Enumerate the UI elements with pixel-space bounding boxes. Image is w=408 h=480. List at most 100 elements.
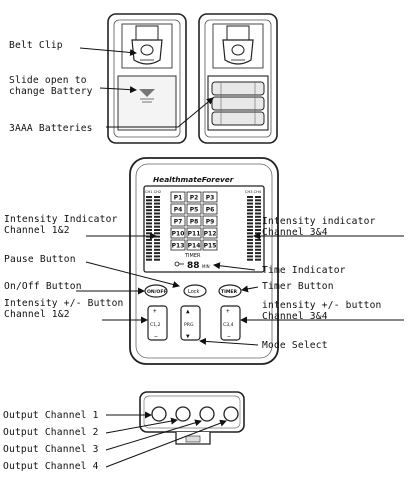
program-label: P4 [174, 207, 183, 214]
program-label: P13 [172, 243, 185, 250]
output-port-2[interactable] [175, 406, 191, 422]
intensity-bar-segment [255, 252, 261, 255]
program-cell [202, 203, 218, 215]
intensity-bar-segment [154, 199, 160, 202]
intensity-bar-segment [255, 225, 261, 228]
program-label: P15 [204, 243, 217, 250]
label-intensity-ch12: Intensity Indicator Channel 1&2 [4, 214, 118, 236]
label-batteries: 3AAA Batteries [9, 123, 93, 134]
belt-clip-icon [121, 23, 173, 69]
intensity-rocker-ch12[interactable]: + C1,2 − [147, 305, 168, 341]
intensity-bar-segment [247, 215, 253, 218]
key-icon [174, 261, 184, 267]
intensity-bar-segment [146, 255, 152, 258]
intensity-bar-segment [255, 209, 261, 212]
program-cell [186, 203, 202, 215]
intensity-bar-segment [255, 229, 261, 231]
intensity-bar-segment [255, 202, 261, 205]
intensity-bar-segment [154, 196, 160, 198]
intensity-bar-segment [154, 238, 160, 241]
program-label: P2 [190, 195, 199, 202]
intensity-bar-segment [154, 242, 160, 245]
intensity-bar-segment [146, 209, 152, 212]
intensity-bar-segment [146, 238, 152, 241]
intensity-bar-segment [247, 258, 253, 261]
label-output-4: Output Channel 4 [3, 461, 99, 472]
program-cell [186, 227, 202, 239]
minus-icon: − [154, 333, 158, 340]
intensity-bar-segment [255, 258, 261, 261]
intensity-bar-segment [247, 229, 253, 231]
program-label: P14 [188, 243, 201, 250]
intensity-bar-segment [247, 245, 253, 248]
program-cell [186, 215, 202, 227]
svg-text:C3,4: C3,4 [223, 322, 234, 328]
intensity-bar-segment [146, 252, 152, 255]
label-intensity-btn-34: intensity +/- button Channel 3&4 [262, 300, 382, 322]
label-intensity-btn-12: Intensity +/- Button Channel 1&2 [4, 298, 124, 320]
intensity-bar-segment [247, 209, 253, 212]
intensity-bar-segment [146, 258, 152, 261]
output-port-4[interactable] [223, 406, 239, 422]
intensity-bar-segment [154, 252, 160, 255]
intensity-bar-segment [154, 219, 160, 222]
intensity-bar-segment [255, 219, 261, 222]
intensity-bar-segment [255, 232, 261, 235]
intensity-bar-segment [247, 238, 253, 241]
intensity-bar-segment [247, 225, 253, 228]
program-label: P6 [206, 207, 215, 214]
program-cell [170, 227, 186, 239]
lock-button[interactable]: Lock [183, 284, 207, 298]
lcd-time-unit: MIN [202, 264, 210, 269]
intensity-bar-segment [255, 222, 261, 225]
battery-compartment [207, 75, 269, 131]
program-label: P9 [206, 219, 215, 226]
program-label: P8 [190, 219, 199, 226]
program-label: P12 [204, 231, 217, 238]
plus-icon: + [153, 308, 157, 315]
output-port-1[interactable] [151, 406, 167, 422]
brand-label: HealthmateForever [153, 175, 235, 184]
leader-lines [76, 47, 404, 468]
program-cell [202, 191, 218, 203]
intensity-bar-segment [247, 235, 253, 238]
svg-text:ON/OFF: ON/OFF [147, 289, 167, 295]
back-view-closed [107, 13, 187, 144]
intensity-bar-segment [247, 199, 253, 202]
up-icon: ▲ [186, 308, 190, 315]
svg-text:TIMER: TIMER [221, 289, 238, 295]
intensity-bar-segment [154, 209, 160, 212]
program-label: P1 [174, 195, 183, 202]
intensity-bar-segment [154, 225, 160, 228]
lcd-time-digits: 88 [187, 261, 200, 271]
intensity-bar-segment [146, 199, 152, 202]
intensity-bars-ch34 [247, 196, 261, 261]
intensity-bar-segment [247, 219, 253, 222]
timer-button[interactable]: TIMER [218, 284, 242, 298]
output-port-3[interactable] [199, 406, 215, 422]
label-pause-button: Pause Button [4, 254, 76, 265]
program-cell [170, 203, 186, 215]
intensity-bar-segment [146, 235, 152, 238]
mode-select-rocker[interactable]: ▲ PRG ▼ [180, 305, 201, 341]
intensity-bar-segment [146, 196, 152, 198]
intensity-bar-segment [154, 202, 160, 205]
intensity-rocker-ch34[interactable]: + C3,4 − [220, 305, 241, 341]
intensity-bar-segment [247, 232, 253, 235]
intensity-bar-segment [146, 222, 152, 225]
label-output-3: Output Channel 3 [3, 444, 99, 455]
label-mode-select: Mode Select [262, 340, 328, 351]
intensity-bar-segment [247, 202, 253, 205]
intensity-bar-segment [146, 245, 152, 248]
intensity-bar-segment [146, 248, 152, 251]
onoff-button[interactable]: ON/OFF [144, 284, 168, 298]
down-icon: ▼ [186, 333, 190, 340]
program-cell [186, 239, 202, 251]
intensity-bar-segment [154, 245, 160, 248]
intensity-bar-segment [255, 238, 261, 241]
intensity-bar-segment [154, 232, 160, 235]
program-label: P11 [188, 231, 201, 238]
intensity-bar-segment [146, 212, 152, 215]
program-cell [170, 215, 186, 227]
intensity-bar-segment [154, 235, 160, 238]
